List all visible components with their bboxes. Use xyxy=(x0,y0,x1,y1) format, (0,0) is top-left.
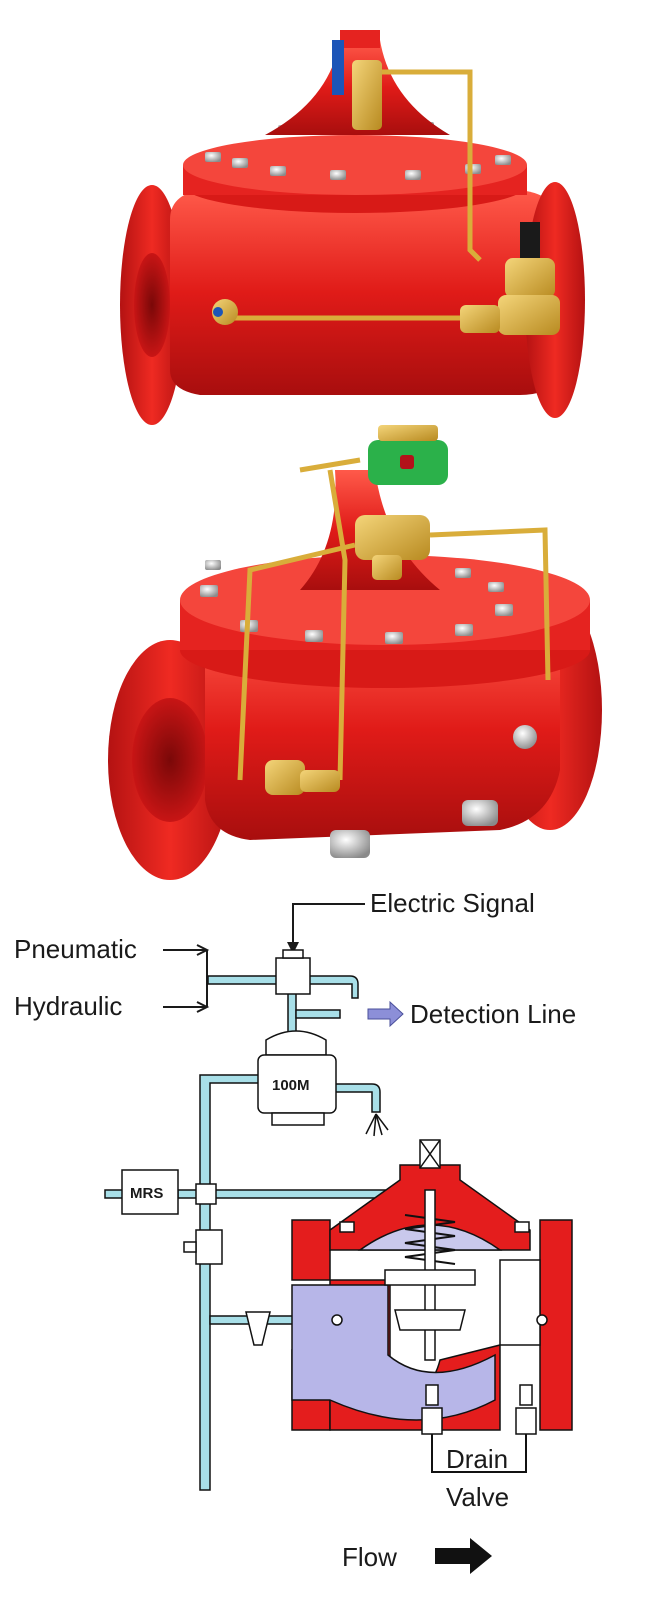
pneumatic-label: Pneumatic xyxy=(14,934,137,964)
hydraulic-label: Hydraulic xyxy=(14,991,122,1021)
valve-label: Valve xyxy=(446,1482,509,1512)
middle-valve-pilot-tubing xyxy=(237,457,551,781)
mrs-label: MRS xyxy=(130,1185,163,1202)
flow-arrow-icon xyxy=(435,1538,492,1574)
top-valve-body xyxy=(170,190,560,395)
pilot-100m: 100M xyxy=(257,1030,337,1126)
check-valve-icon xyxy=(195,1229,223,1265)
three-way-pilot-icon xyxy=(275,949,311,995)
drain-label: Drain xyxy=(446,1444,508,1474)
electric-signal-label: Electric Signal xyxy=(370,888,535,918)
mrs-box: MRS xyxy=(121,1169,179,1215)
top-valve-pilot-tubing xyxy=(235,69,482,321)
pilot-100m-label: 100M xyxy=(272,1077,310,1094)
top-valve-render xyxy=(120,30,585,425)
detection-line-label: Detection Line xyxy=(410,999,576,1029)
flow-label: Flow xyxy=(342,1542,397,1572)
top-valve-regulator-cap xyxy=(520,222,540,262)
strainer-icon xyxy=(245,1311,271,1346)
middle-valve-cover-bolts xyxy=(200,560,513,644)
drain-valve-icons xyxy=(421,1384,537,1435)
drip-icon xyxy=(365,1113,389,1137)
schematic-diagram: Electric Signal Pneumatic Hydraulic Dete… xyxy=(14,888,576,1574)
main-valve-cross-section xyxy=(291,1139,573,1431)
middle-valve-render xyxy=(108,425,602,880)
detection-line-arrow-icon xyxy=(367,1000,404,1028)
inlet-chamber xyxy=(291,1284,496,1421)
